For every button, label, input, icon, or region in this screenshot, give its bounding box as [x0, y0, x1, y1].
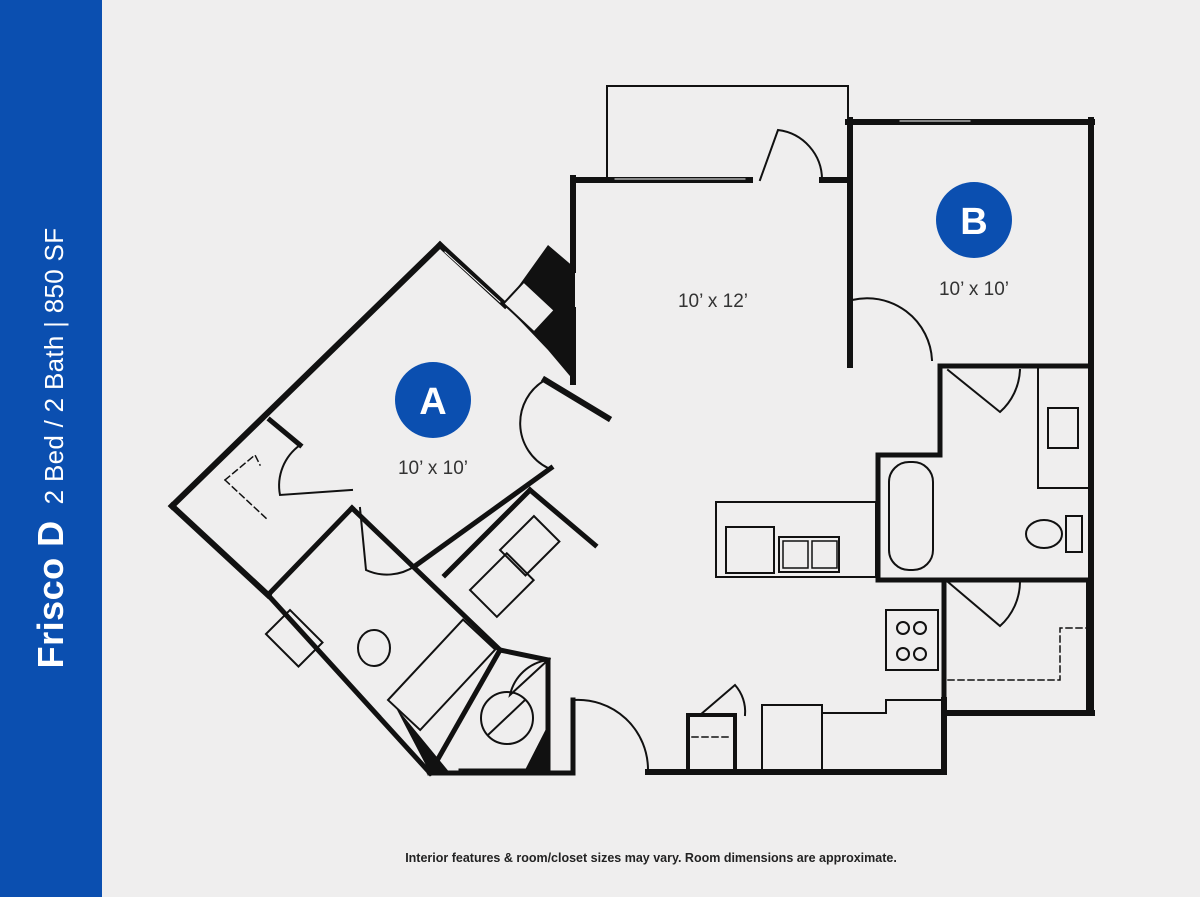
balcony [606, 85, 849, 183]
living-room-dimensions: 10’ x 12’ [678, 291, 748, 312]
room-badge-b [936, 182, 1012, 258]
disclaimer-text: Interior features & room/closet sizes ma… [405, 851, 897, 865]
room-badge-a-label: A [419, 381, 446, 423]
room-badge-b-label: B [960, 201, 987, 243]
room-a-dimensions: 10’ x 10’ [398, 458, 468, 479]
room-b-dimensions: 10’ x 10’ [939, 279, 1009, 300]
room-badge-a [395, 362, 471, 438]
sidebar-banner: Frisco D2 Bed / 2 Bath | 850 SF [0, 0, 102, 897]
